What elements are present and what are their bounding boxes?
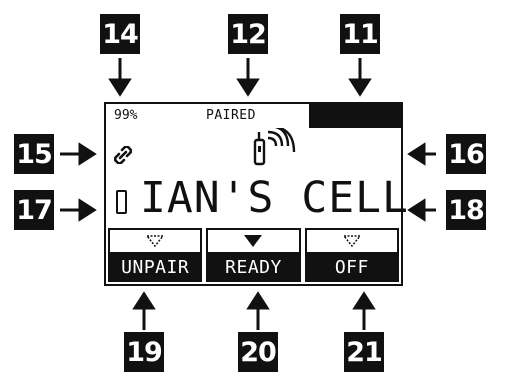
device-name: IAN'S CELL	[140, 173, 409, 223]
lcd-screen: 99% PAIRED WLESS IAN'S CELL	[104, 102, 408, 286]
softkey-arrow-box	[108, 228, 203, 252]
callout-12: 12	[228, 14, 268, 54]
callout-19: 19	[124, 332, 164, 372]
triangle-filled-icon	[244, 235, 263, 247]
callout-15: 15	[14, 134, 54, 174]
softkey-arrow-box	[206, 228, 301, 252]
callout-18: 18	[446, 190, 486, 230]
triangle-outline-icon	[342, 235, 361, 247]
callout-20: 20	[238, 332, 278, 372]
callout-14: 14	[100, 14, 140, 54]
softkey-label: OFF	[304, 252, 399, 282]
softkey-arrow-box	[304, 228, 399, 252]
softkey-off[interactable]: OFF	[304, 228, 399, 282]
softkey-label: READY	[206, 252, 301, 282]
callout-17: 17	[14, 190, 54, 230]
link-icon	[113, 145, 133, 169]
callout-16: 16	[446, 134, 486, 174]
battery-level: 99%	[114, 108, 138, 123]
triangle-outline-icon	[146, 235, 165, 247]
pairing-status: PAIRED	[206, 108, 256, 123]
callout-21: 21	[344, 332, 384, 372]
bluetooth-signal-icon	[252, 124, 300, 173]
mode-indicator: WLESS	[309, 104, 401, 128]
softkey-label: UNPAIR	[108, 252, 203, 282]
softkey-row: UNPAIR READY OFF	[108, 228, 399, 282]
phone-icon	[116, 190, 127, 214]
callout-11: 11	[340, 14, 380, 54]
softkey-ready[interactable]: READY	[206, 228, 301, 282]
softkey-unpair[interactable]: UNPAIR	[108, 228, 203, 282]
